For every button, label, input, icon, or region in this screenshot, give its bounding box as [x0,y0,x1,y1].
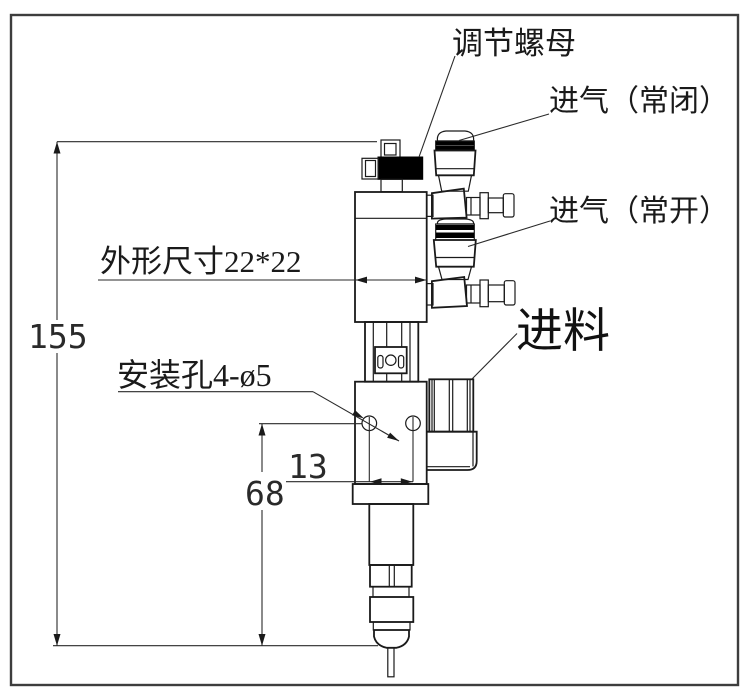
fitting-no-ring1 [436,225,474,230]
leader-mounting-arrow-1 [352,410,364,419]
plug2-shaft [487,284,505,303]
dim68-arrow-bottom [258,634,266,646]
tee-block-2 [431,275,468,309]
nut-stem [380,178,403,193]
nozzle-ring [369,596,415,623]
adjust-nut-black [377,156,424,180]
fitting-no-cap [436,218,475,225]
nut-left-block [361,157,379,180]
dim-text-68: 68 [245,474,285,513]
leader-lines [118,55,551,442]
label-feed-inlet: 进料 [516,306,610,358]
dim68-arrow-top [258,423,266,436]
fitting-no-ring2 [436,232,474,238]
feed-fitting [426,378,478,471]
leader-mounting-arrow-2 [387,432,399,441]
plug2-hex [465,284,481,304]
leader-mounting-holes [312,391,400,442]
valve-body [351,139,430,678]
dimension-68 [258,423,362,646]
nozzle-cone [373,629,410,649]
nozzle-nut [369,564,413,588]
tee-block-1 [431,187,468,220]
needle-tip [387,647,395,678]
fitting-nc-ring1 [436,141,474,146]
dim155-arrow-top [53,141,61,154]
dim22-arrow-left [355,276,367,284]
dimension-22 [98,276,427,284]
plug2-ring [479,279,489,308]
fitting-nc-cylinder [433,149,477,177]
nozzle-collar [372,621,411,631]
air-fitting-nc [426,130,515,220]
cylinder-body [354,191,428,323]
fitting-nc-cap [436,130,475,142]
leader-air-no [467,220,551,248]
tee-collar-2 [426,283,434,306]
leader-feed [471,333,518,380]
leader-adjust-nut [418,55,456,158]
label-air-inlet-nc: 进气（常闭） [549,85,729,118]
plug1-cap [502,193,515,218]
center-box-slot-left [377,354,384,369]
air-fitting-no [426,218,516,309]
plug1-hex [465,196,481,216]
center-box-slot-right [397,354,405,369]
fitting-nc-neck [437,174,473,192]
nozzle-cylinder [368,503,415,566]
dim-text-13: 13 [288,447,328,486]
top-knob-inner [383,142,397,156]
mounting-block [354,380,428,485]
dim13-arrow-right [400,478,413,486]
mask-68 [241,472,286,510]
feed-flange [426,430,478,471]
fitting-no-neck [437,266,473,281]
dim22-arrow-right [415,276,427,284]
drawing-border [9,13,740,687]
dim13-arrow-left [370,478,382,486]
label-adjust-nut: 调节螺母 [452,26,576,61]
label-mounting-holes: 安装孔4-ø5 [117,357,272,393]
tee-collar-1 [426,194,434,217]
plug2-cap [503,280,516,306]
bottom-flange [351,483,430,505]
plug1-shaft [487,197,504,214]
leader-air-nc [458,113,550,142]
label-outline-size: 外形尺寸22*22 [100,244,302,279]
nozzle-step [372,586,410,598]
center-box [374,346,408,375]
dimension-155 [53,141,378,647]
fitting-nc-ring2 [436,145,474,151]
dim155-arrow-bottom [53,634,61,646]
mask-155 [26,320,88,353]
dim-text-155: 155 [28,317,88,356]
center-box-circle [384,354,397,366]
fitting-no-cylinder [432,239,477,268]
dimension-13 [282,417,414,486]
plug1-ring [479,192,489,220]
label-air-inlet-no: 进气（常开） [549,195,729,228]
nut-left-block-inner [364,159,377,178]
